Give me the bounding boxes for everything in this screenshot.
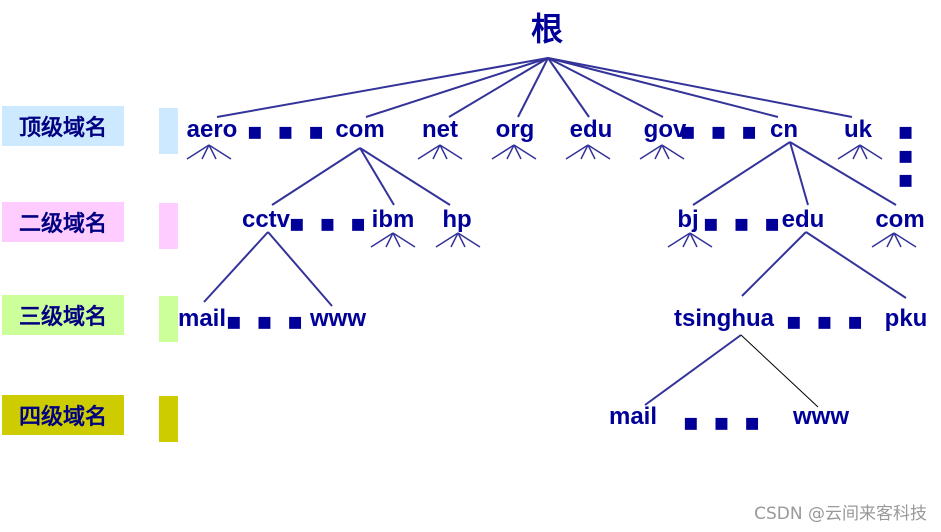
edge-cn-edu	[789, 141, 809, 206]
edge-tsinghua-mail	[644, 334, 742, 406]
fourth-mail: mail	[608, 403, 658, 430]
fan-net-2	[432, 144, 441, 160]
fan-aero-2	[201, 144, 210, 160]
fan-bj-3	[689, 232, 698, 248]
fan-edu-4	[587, 144, 611, 160]
fan-edu-1	[565, 144, 589, 160]
edge-cctv-www	[267, 231, 333, 307]
fan-org-2	[506, 144, 515, 160]
ellipsis-tld-2: ▪ ▪ ▪	[679, 117, 761, 145]
ellipsis-third-1: ▪ ▪ ▪	[225, 307, 307, 335]
fan-uk-3	[859, 144, 868, 160]
edge-root-tld-2	[448, 57, 549, 118]
fan-hp-2	[450, 232, 459, 248]
fan-uk-4	[859, 144, 883, 160]
fan-gov-1	[639, 144, 663, 160]
fan-edu-3	[587, 144, 596, 160]
fan-bj-1	[667, 232, 691, 248]
fan-gov-2	[654, 144, 663, 160]
edge-root-tld-7	[547, 57, 853, 118]
level-label-second: 二级域名	[2, 202, 124, 242]
fan-bj-2	[682, 232, 691, 248]
tld-edu: edu	[569, 116, 613, 143]
edge-cn-com	[789, 141, 897, 206]
edge-edu-pku	[805, 231, 907, 299]
fan-ibm-2	[385, 232, 394, 248]
fan-org-1	[491, 144, 515, 160]
tld-gov: gov	[643, 116, 687, 143]
ellipsis-third-2: ▪ ▪ ▪	[785, 307, 867, 335]
fan-uk-1	[837, 144, 861, 160]
sld-hp: hp	[442, 206, 472, 233]
fan-cn-com-4	[893, 232, 917, 248]
edge-root-tld-6	[547, 57, 779, 118]
level-marker-second	[159, 203, 178, 249]
edge-root-tld-5	[547, 57, 664, 118]
edge-tsinghua-www	[740, 334, 819, 408]
sld-com: com	[875, 206, 925, 233]
fan-ibm-4	[392, 232, 416, 248]
ellipsis-fourth: ▪ ▪ ▪	[682, 408, 764, 436]
fan-ibm-3	[392, 232, 401, 248]
ellipsis-tld-3: ▪ ▪ ▪	[897, 117, 917, 193]
third-tsinghua: tsinghua	[674, 305, 774, 332]
third-mail: mail	[177, 305, 227, 332]
edge-com-hp	[359, 147, 451, 206]
edge-com-ibm	[359, 147, 395, 206]
fan-aero-3	[208, 144, 217, 160]
edge-root-tld-0	[216, 57, 549, 118]
fan-hp-4	[457, 232, 481, 248]
level-label-third: 三级域名	[2, 295, 124, 335]
tld-uk: uk	[843, 116, 873, 143]
fan-cn-com-3	[893, 232, 902, 248]
level-label-top: 顶级域名	[2, 106, 124, 146]
fan-aero-4	[208, 144, 232, 160]
fan-bj-4	[689, 232, 713, 248]
fan-gov-4	[661, 144, 685, 160]
ellipsis-sld-2: ▪ ▪ ▪	[702, 209, 784, 237]
level-marker-fourth	[159, 396, 178, 442]
ellipsis-sld-1: ▪ ▪ ▪	[288, 209, 370, 237]
edge-com-cctv	[271, 147, 361, 206]
fan-net-4	[439, 144, 463, 160]
fan-uk-2	[852, 144, 861, 160]
fan-org-3	[513, 144, 522, 160]
fan-org-4	[513, 144, 537, 160]
third-pku: pku	[884, 305, 928, 332]
edge-cn-bj	[692, 141, 791, 206]
third-www: www	[309, 305, 367, 332]
tld-aero: aero	[186, 116, 238, 143]
fan-hp-3	[457, 232, 466, 248]
level-marker-top	[159, 108, 178, 154]
tld-com: com	[335, 116, 385, 143]
fan-net-1	[417, 144, 441, 160]
tld-cn: cn	[769, 116, 799, 143]
fan-gov-3	[661, 144, 670, 160]
tld-net: net	[422, 116, 458, 143]
fan-cn-com-1	[871, 232, 895, 248]
sld-ibm: ibm	[371, 206, 415, 233]
edge-cctv-mail	[203, 231, 269, 303]
fan-cn-com-2	[886, 232, 895, 248]
level-label-fourth: 四级域名	[2, 395, 124, 435]
fan-aero-1	[186, 144, 210, 160]
sld-edu: edu	[781, 206, 825, 233]
edge-root-tld-4	[547, 57, 590, 118]
fan-hp-1	[435, 232, 459, 248]
sld-cctv: cctv	[241, 206, 291, 233]
tld-org: org	[495, 116, 535, 143]
fan-edu-2	[580, 144, 589, 160]
root-node: 根	[530, 10, 564, 48]
ellipsis-tld-1: ▪ ▪ ▪	[246, 117, 328, 145]
edge-root-tld-1	[365, 57, 549, 118]
sld-bj: bj	[677, 206, 699, 233]
fourth-www: www	[792, 403, 850, 430]
edge-root-tld-3	[517, 57, 549, 118]
level-marker-third	[159, 296, 178, 342]
watermark: CSDN @云间来客科技	[754, 504, 927, 524]
fan-net-3	[439, 144, 448, 160]
fan-ibm-1	[370, 232, 394, 248]
edge-edu-tsinghua	[741, 231, 807, 297]
